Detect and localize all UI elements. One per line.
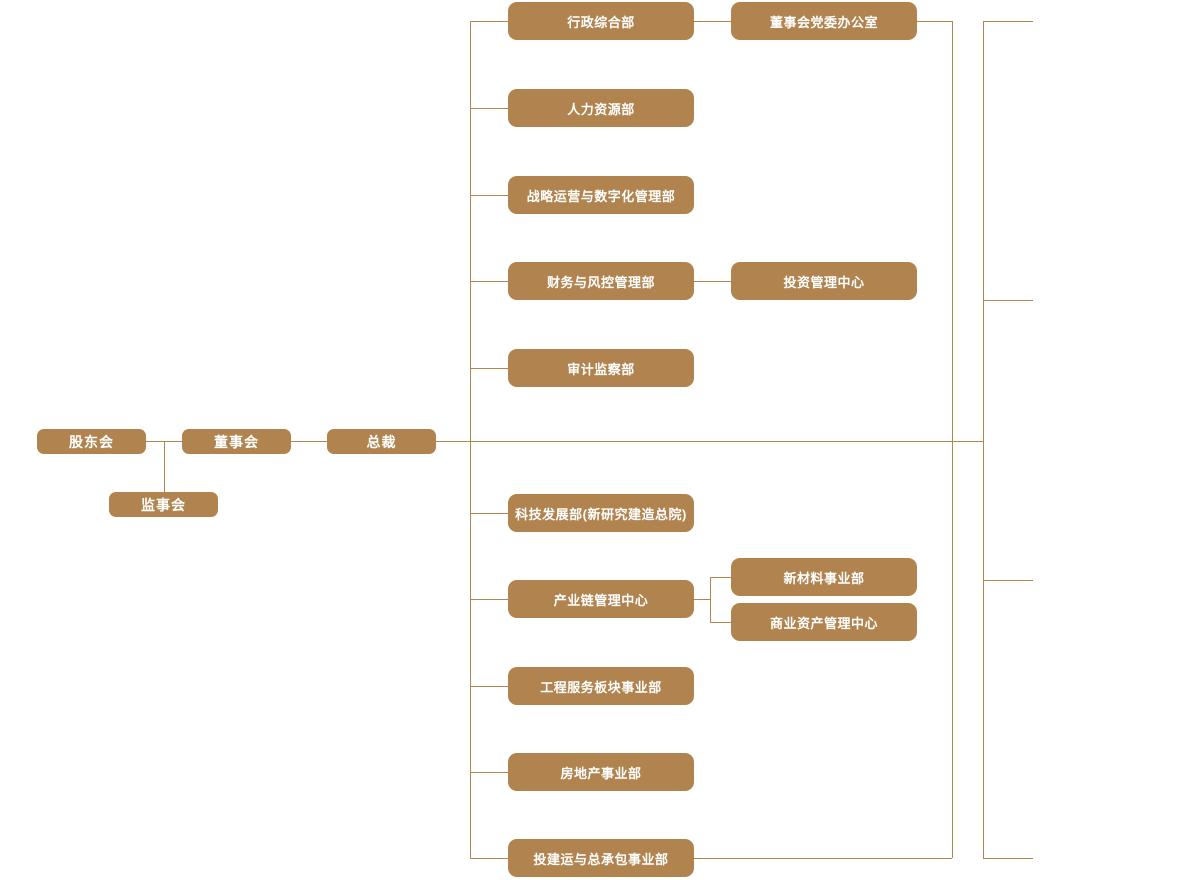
connector-line bbox=[983, 21, 984, 858]
node-label: 投资管理中心 bbox=[783, 274, 865, 290]
connector-line bbox=[470, 195, 508, 196]
node-dept-tech: 科技发展部(新研究建造总院) bbox=[508, 494, 694, 532]
node-dept-admin: 行政综合部 bbox=[508, 2, 694, 40]
connector-line bbox=[470, 108, 508, 109]
node-label: 人力资源部 bbox=[567, 101, 635, 117]
node-president: 总裁 bbox=[327, 429, 436, 454]
node-sub-investment-center: 投资管理中心 bbox=[731, 262, 917, 300]
node-label: 股东会 bbox=[69, 433, 114, 450]
truncated-branch-line bbox=[983, 858, 1033, 859]
node-shareholders: 股东会 bbox=[37, 429, 146, 454]
connector-line bbox=[710, 577, 731, 578]
node-sub-new-materials: 新材料事业部 bbox=[731, 558, 917, 596]
connector-line bbox=[470, 513, 508, 514]
connector-line bbox=[470, 772, 508, 773]
connector-line bbox=[470, 21, 471, 858]
connector-line bbox=[470, 686, 508, 687]
node-dept-audit: 审计监察部 bbox=[508, 349, 694, 387]
connector-line bbox=[470, 858, 508, 859]
connector-line bbox=[694, 21, 731, 22]
node-board-of-directors: 董事会 bbox=[182, 429, 291, 454]
node-label: 行政综合部 bbox=[567, 14, 635, 30]
connector-line bbox=[470, 599, 508, 600]
node-supervisory-board: 监事会 bbox=[109, 492, 218, 517]
node-label: 财务与风控管理部 bbox=[546, 274, 655, 290]
connector-line bbox=[694, 281, 731, 282]
connector-line bbox=[917, 21, 952, 22]
connector-line bbox=[952, 21, 953, 858]
node-label: 商业资产管理中心 bbox=[769, 615, 878, 631]
node-sub-party-office: 董事会党委办公室 bbox=[731, 2, 917, 40]
connector-line bbox=[291, 441, 327, 442]
node-label: 董事会党委办公室 bbox=[769, 14, 878, 30]
node-dept-engineering: 工程服务板块事业部 bbox=[508, 667, 694, 705]
node-dept-real-estate: 房地产事业部 bbox=[508, 753, 694, 791]
node-label: 工程服务板块事业部 bbox=[540, 679, 662, 695]
truncated-branch-line bbox=[983, 580, 1033, 581]
node-label: 董事会 bbox=[214, 433, 259, 450]
connector-line bbox=[470, 21, 508, 22]
node-label: 产业链管理中心 bbox=[553, 592, 649, 608]
connector-line bbox=[470, 281, 508, 282]
node-dept-epc: 投建运与总承包事业部 bbox=[508, 839, 694, 877]
node-dept-hr: 人力资源部 bbox=[508, 89, 694, 127]
node-label: 科技发展部(新研究建造总院) bbox=[515, 506, 687, 522]
node-label: 监事会 bbox=[141, 496, 186, 513]
connector-line bbox=[470, 368, 508, 369]
node-dept-finance: 财务与风控管理部 bbox=[508, 262, 694, 300]
node-label: 审计监察部 bbox=[567, 361, 635, 377]
node-label: 总裁 bbox=[366, 433, 397, 450]
connector-line bbox=[710, 577, 711, 622]
node-dept-industry-chain: 产业链管理中心 bbox=[508, 580, 694, 618]
node-sub-commercial-assets: 商业资产管理中心 bbox=[731, 603, 917, 641]
node-label: 房地产事业部 bbox=[560, 765, 642, 781]
connector-line bbox=[694, 599, 710, 600]
node-label: 新材料事业部 bbox=[783, 570, 865, 586]
truncated-branch-line bbox=[983, 300, 1033, 301]
node-label: 投建运与总承包事业部 bbox=[533, 851, 669, 867]
connector-line bbox=[436, 441, 983, 442]
node-dept-strategy: 战略运营与数字化管理部 bbox=[508, 176, 694, 214]
connector-line bbox=[164, 441, 165, 492]
node-label: 战略运营与数字化管理部 bbox=[526, 188, 676, 204]
truncated-branch-line bbox=[983, 21, 1033, 22]
connector-line bbox=[710, 622, 731, 623]
connector-line bbox=[694, 858, 952, 859]
